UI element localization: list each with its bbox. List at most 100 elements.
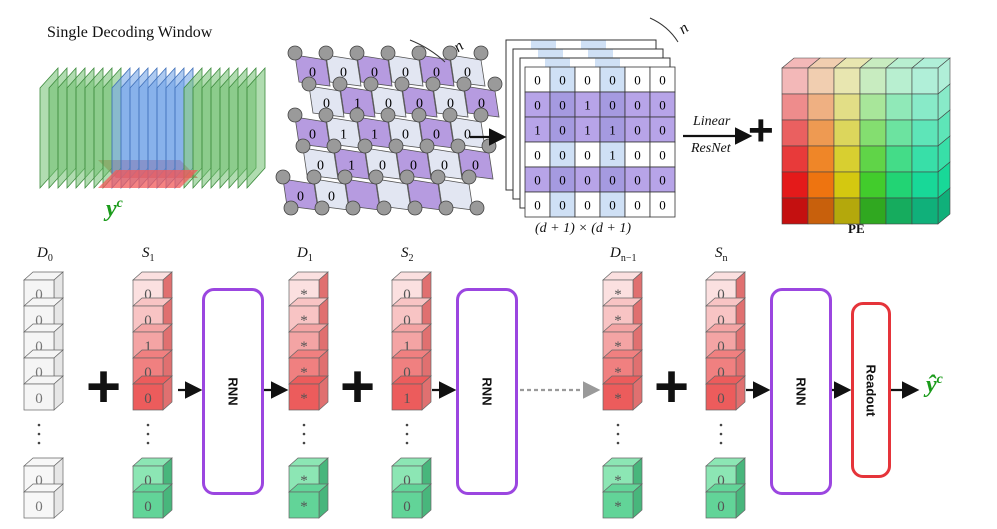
lattice-value: 0 <box>297 190 304 205</box>
lattice-value: 0 <box>379 159 386 174</box>
lattice-value: 0 <box>472 159 479 174</box>
stack-cell-S1-value: 1 <box>144 339 152 355</box>
matrix-value: 0 <box>534 198 541 213</box>
matrix-cell <box>649 141 676 168</box>
stack-ellipsis <box>302 423 306 427</box>
matrix-value: 0 <box>609 198 616 213</box>
stack-ellipsis <box>616 432 620 436</box>
stack-ellipsis <box>37 432 41 436</box>
linear-label: Linear <box>693 114 731 129</box>
matrix-value: 0 <box>534 73 541 88</box>
pe-cell <box>833 171 861 199</box>
qubit-node <box>349 107 365 123</box>
lattice-value: 0 <box>371 66 378 81</box>
stack-ellipsis <box>405 432 409 436</box>
matrix-cell <box>599 66 626 93</box>
stack-bottom-cell-S1 <box>132 491 164 519</box>
matrix-cell <box>524 66 551 93</box>
stack-ellipsis <box>616 441 620 445</box>
matrix-cell <box>524 166 551 193</box>
stack-cell-D1 <box>288 383 320 411</box>
stack-bottom-cell-S2 <box>391 491 423 519</box>
matrix-value: 0 <box>584 198 591 213</box>
qubit-node <box>380 45 396 61</box>
stack-cell-D0-value: 0 <box>35 287 43 303</box>
qubit-node <box>318 45 334 61</box>
stack-bottom-cell-D0-value: 0 <box>35 499 43 515</box>
matrix-value: 0 <box>609 73 616 88</box>
stack-bottom-cell-D0 <box>23 491 55 519</box>
pe-cell <box>885 67 913 95</box>
matrix-value: 1 <box>609 123 616 138</box>
qubit-node <box>411 107 427 123</box>
pe-cell <box>859 67 887 95</box>
plaquette <box>387 54 424 87</box>
matrix-size-caption: (d + 1) × (d + 1) <box>535 221 631 236</box>
matrix-cell <box>624 166 651 193</box>
qubit-node <box>363 76 379 92</box>
matrix-value: 0 <box>659 198 666 213</box>
matrix-value: 0 <box>634 148 641 163</box>
stack-ellipsis <box>719 423 723 427</box>
lattice-value: 1 <box>340 128 347 143</box>
stack-cell-Sn-value: 0 <box>717 365 725 381</box>
matrix-cell <box>624 191 651 218</box>
matrix-cell <box>549 66 576 93</box>
stack-cell-D0-value: 0 <box>35 391 43 407</box>
stack-cell-S2-value: 1 <box>403 339 411 355</box>
matrix-cell <box>574 66 601 93</box>
pe-cell <box>807 93 835 121</box>
stack-bottom-cell-D1-value: * <box>300 499 308 515</box>
matrix-value: 0 <box>659 98 666 113</box>
matrix-cell <box>524 116 551 143</box>
stack-cell-Dn1-value: * <box>614 339 622 355</box>
pe-cell <box>807 171 835 199</box>
qubit-node <box>461 169 477 185</box>
qubit-node <box>376 200 392 216</box>
lattice-value: 0 <box>441 159 448 174</box>
qubit-node <box>469 200 485 216</box>
matrix-value: 0 <box>559 73 566 88</box>
lattice-value: 0 <box>309 66 316 81</box>
lattice-value: 1 <box>354 97 361 112</box>
matrix-cell <box>574 166 601 193</box>
label-D0: D0 <box>37 245 53 264</box>
plaquette <box>294 54 331 87</box>
stack-cell-S1 <box>132 383 164 411</box>
stack-cell-S2-value: 0 <box>403 313 411 329</box>
qubit-node <box>442 45 458 61</box>
plus-sign-1: + <box>86 353 122 420</box>
lattice-value: 0 <box>464 128 471 143</box>
plus-sign-2: + <box>340 353 376 420</box>
lattice-value: 0 <box>309 128 316 143</box>
stack-cell-D1-value: * <box>300 391 308 407</box>
window-title: Single Decoding Window <box>47 24 213 41</box>
matrix-cell <box>574 141 601 168</box>
matrix-value: 0 <box>609 98 616 113</box>
stack-cell-Dn1-value: * <box>614 313 622 329</box>
qubit-node <box>456 76 472 92</box>
resnet-label: ResNet <box>691 141 731 156</box>
pe-cell <box>911 119 939 147</box>
lattice-value: 0 <box>317 159 324 174</box>
rnn-label-2: RNN <box>479 377 495 406</box>
pe-cell <box>911 93 939 121</box>
stack-cell-S2-value: 0 <box>403 287 411 303</box>
label-D1: D1 <box>297 245 313 264</box>
matrix-value: 0 <box>659 123 666 138</box>
matrix-value: 0 <box>659 173 666 188</box>
stack-cell-D0-value: 0 <box>35 339 43 355</box>
stack-cell-D0 <box>23 383 55 411</box>
stack-ellipsis <box>37 423 41 427</box>
output-label: ŷc <box>926 372 943 398</box>
stack-bottom-cell-Sn <box>705 491 737 519</box>
pe-cell <box>833 119 861 147</box>
qubit-node <box>438 200 454 216</box>
matrix-value: 0 <box>634 173 641 188</box>
lattice-value: 0 <box>433 66 440 81</box>
matrix-cell <box>549 116 576 143</box>
matrix-value: 1 <box>584 123 591 138</box>
stack-cell-Dn1-value: * <box>614 391 622 407</box>
